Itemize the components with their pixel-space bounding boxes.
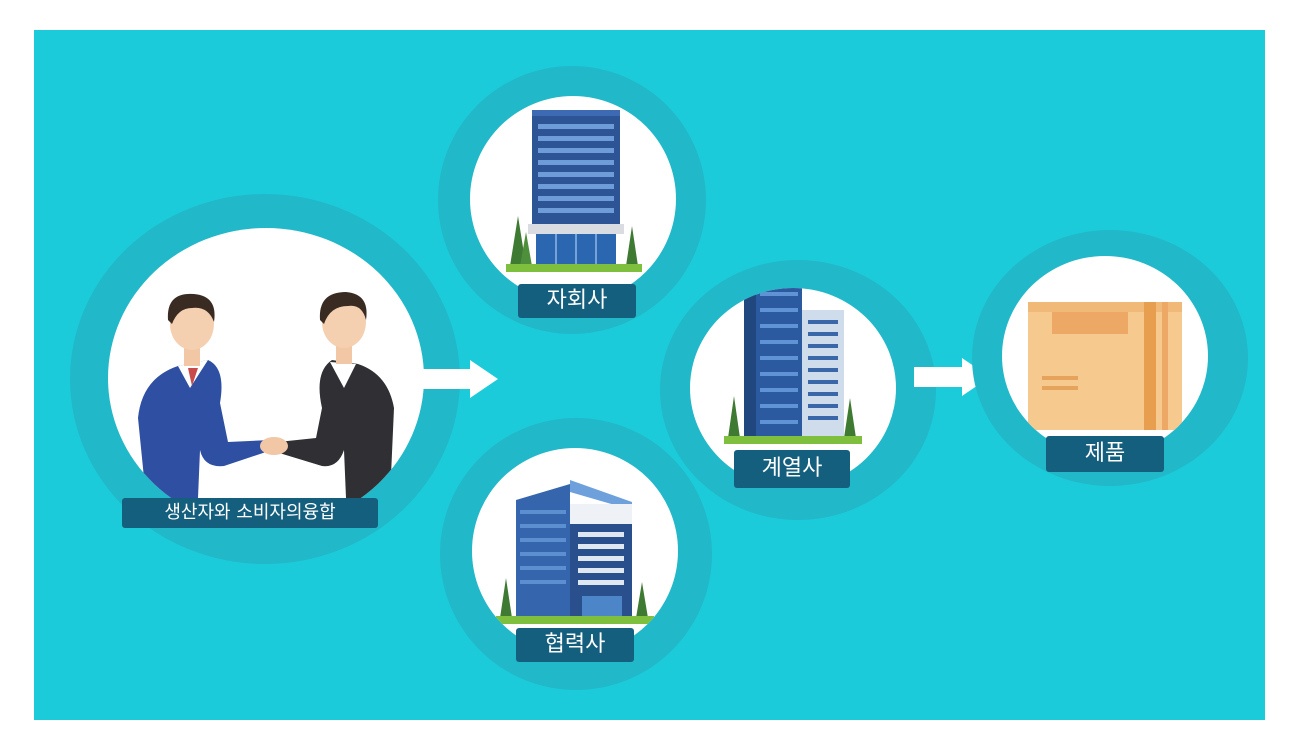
arrow-right-icon (420, 360, 498, 398)
partner-label: 협력사 (516, 628, 634, 662)
subsidiary-label: 자회사 (518, 284, 636, 318)
fusion-node (108, 228, 424, 528)
product-label: 제품 (1046, 436, 1164, 472)
affiliate-label: 계열사 (734, 450, 850, 488)
subsidiary-node (470, 96, 676, 302)
arrow-right-icon (914, 358, 990, 396)
twin-towers-icon (724, 288, 862, 444)
product-node (1002, 256, 1208, 456)
fusion-label: 생산자와 소비자의융합 (122, 498, 378, 528)
diagram-canvas: 생산자와 소비자의융합 자회사 (34, 30, 1265, 720)
cardboard-box-icon (1028, 302, 1182, 430)
partner-node (472, 448, 678, 654)
office-tower-icon (506, 110, 642, 272)
office-building-icon (496, 480, 654, 624)
handshake-icon (138, 292, 394, 528)
